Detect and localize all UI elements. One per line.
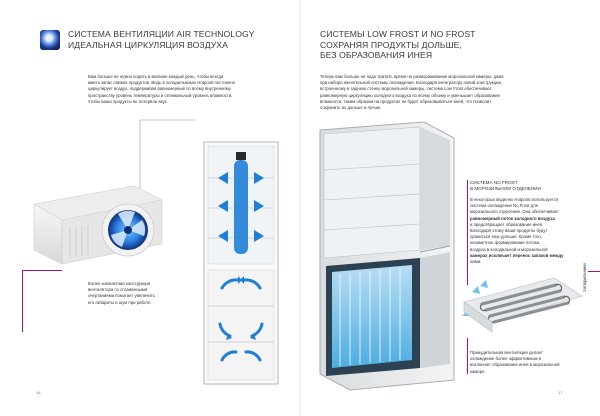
right-intro-line: влажности, таким образом на продуктах не…: [320, 98, 492, 104]
left-title-line-2: ИДЕАЛЬНАЯ ЦИРКУЛЯЦИЯ ВОЗДУХА: [68, 39, 228, 50]
right-title-line-1: СИСТЕМЫ LOW FROST И NO FROST: [320, 29, 476, 39]
nofrost-heading-line-1: СИСТЕМА NO FROST: [470, 180, 518, 185]
right-caption: Принудительная вентиляция делает охлажде…: [470, 350, 578, 375]
nofrost-line: и предотвращает образование инея.: [470, 221, 544, 227]
nofrost-line: ними.: [470, 259, 482, 265]
nofrost-line: В некоторых моделях Hotpoint используетс…: [470, 197, 559, 202]
left-intro-line: иметь запас свежих продуктов. Ведь в хол…: [88, 80, 236, 86]
left-intro-line: чтобы ваши продукты не потеряли вкус.: [88, 98, 169, 104]
right-accent-line: [467, 338, 468, 374]
right-caption-line: камере.: [470, 368, 486, 374]
page-fold: [299, 0, 301, 416]
nofrost-line: воздуха в холодильной и морозильной: [470, 246, 548, 252]
nofrost-line: камерах исключает перенос запахов между: [470, 252, 564, 258]
left-title: СИСТЕМА ВЕНТИЛЯЦИИ AIR TECHNOLOGY ИДЕАЛЬ…: [68, 29, 255, 50]
nofrost-line: система охлаждения No Frost для: [470, 203, 539, 209]
left-caption-line: вентилятора со сглаженными: [88, 287, 148, 293]
right-caption-line: исключает образование инея в морозильной: [470, 362, 560, 368]
right-title: СИСТЕМЫ LOW FROST И NO FROST СОХРАНЯЯ ПР…: [320, 29, 476, 61]
nofrost-line: храниться еще дольше. Кроме того,: [470, 234, 542, 240]
fridge-airflow-illustration: [203, 141, 279, 385]
right-caption-line: охлаждение более эффективным и: [470, 356, 541, 362]
nofrost-accent-line: [467, 180, 468, 285]
left-intro: Вам больше не нужно ходить в магазин каж…: [88, 74, 273, 105]
air-technology-icon: [40, 30, 60, 50]
left-page-number: 16: [36, 390, 41, 395]
nofrost-heading: СИСТЕМА NO FROST В МОРОЗИЛЬНОМ ОТДЕЛЕНИИ: [470, 180, 570, 192]
right-intro: Теперь вам больше не надо тратить время …: [320, 74, 565, 111]
left-intro-line: Вам больше не нужно ходить в магазин каж…: [88, 74, 224, 79]
fridge-freezer-illustration: [319, 121, 455, 391]
left-intro-line: пространству уровень температуры и оптим…: [88, 92, 233, 98]
right-intro-line: встроенному в заднюю стенку морозильной …: [320, 86, 492, 92]
nofrost-line: Благодаря этому ваши продукты будут: [470, 228, 548, 234]
left-caption: Более компактная конструкция вентилятора…: [88, 281, 188, 306]
right-page-number: 17: [558, 390, 563, 395]
left-accent-line: [22, 270, 62, 271]
right-intro-line: Теперь вам больше не надо тратить время …: [320, 74, 504, 79]
left-caption-line: очертаниями помогает увеличить: [88, 293, 155, 299]
left-caption-line: его габариты и шум при работе.: [88, 299, 152, 305]
left-title-line-1: СИСТЕМА ВЕНТИЛЯЦИИ AIR TECHNOLOGY: [68, 29, 255, 39]
right-caption-line: Принудительная вентиляция делает: [470, 350, 543, 355]
left-intro-line: циркулирует воздух, поддерживая равномер…: [88, 86, 231, 92]
nofrost-heading-line-2: В МОРОЗИЛЬНОМ ОТДЕЛЕНИИ: [470, 186, 541, 192]
right-title-line-3: БЕЗ ОБРАЗОВАНИЯ ИНЕЯ: [320, 50, 433, 60]
left-caption-line: Более компактная конструкция: [88, 281, 151, 286]
right-intro-line: сохранить их дольше и лучше.: [320, 105, 382, 111]
evaporator-coil-illustration: [462, 277, 583, 333]
side-tab-mark: [588, 271, 600, 272]
nofrost-line: незаметное формирование потока: [470, 240, 540, 246]
nofrost-line: равномерный поток холодного воздуха: [470, 215, 556, 221]
nofrost-text: В некоторых моделях Hotpoint используетс…: [470, 197, 570, 265]
right-intro-line: равномерную циркуляцию холодного воздуха…: [320, 92, 500, 98]
fan-module-illustration: [33, 185, 163, 265]
left-accent-tick: [22, 270, 23, 332]
right-title-line-2: СОХРАНЯЯ ПРОДУКТЫ ДОЛЬШЕ,: [320, 39, 462, 50]
nofrost-line: морозильного отделения. Она обеспечивает: [470, 209, 559, 215]
right-intro-line: при наборе желательной системы охлаждени…: [320, 80, 503, 86]
